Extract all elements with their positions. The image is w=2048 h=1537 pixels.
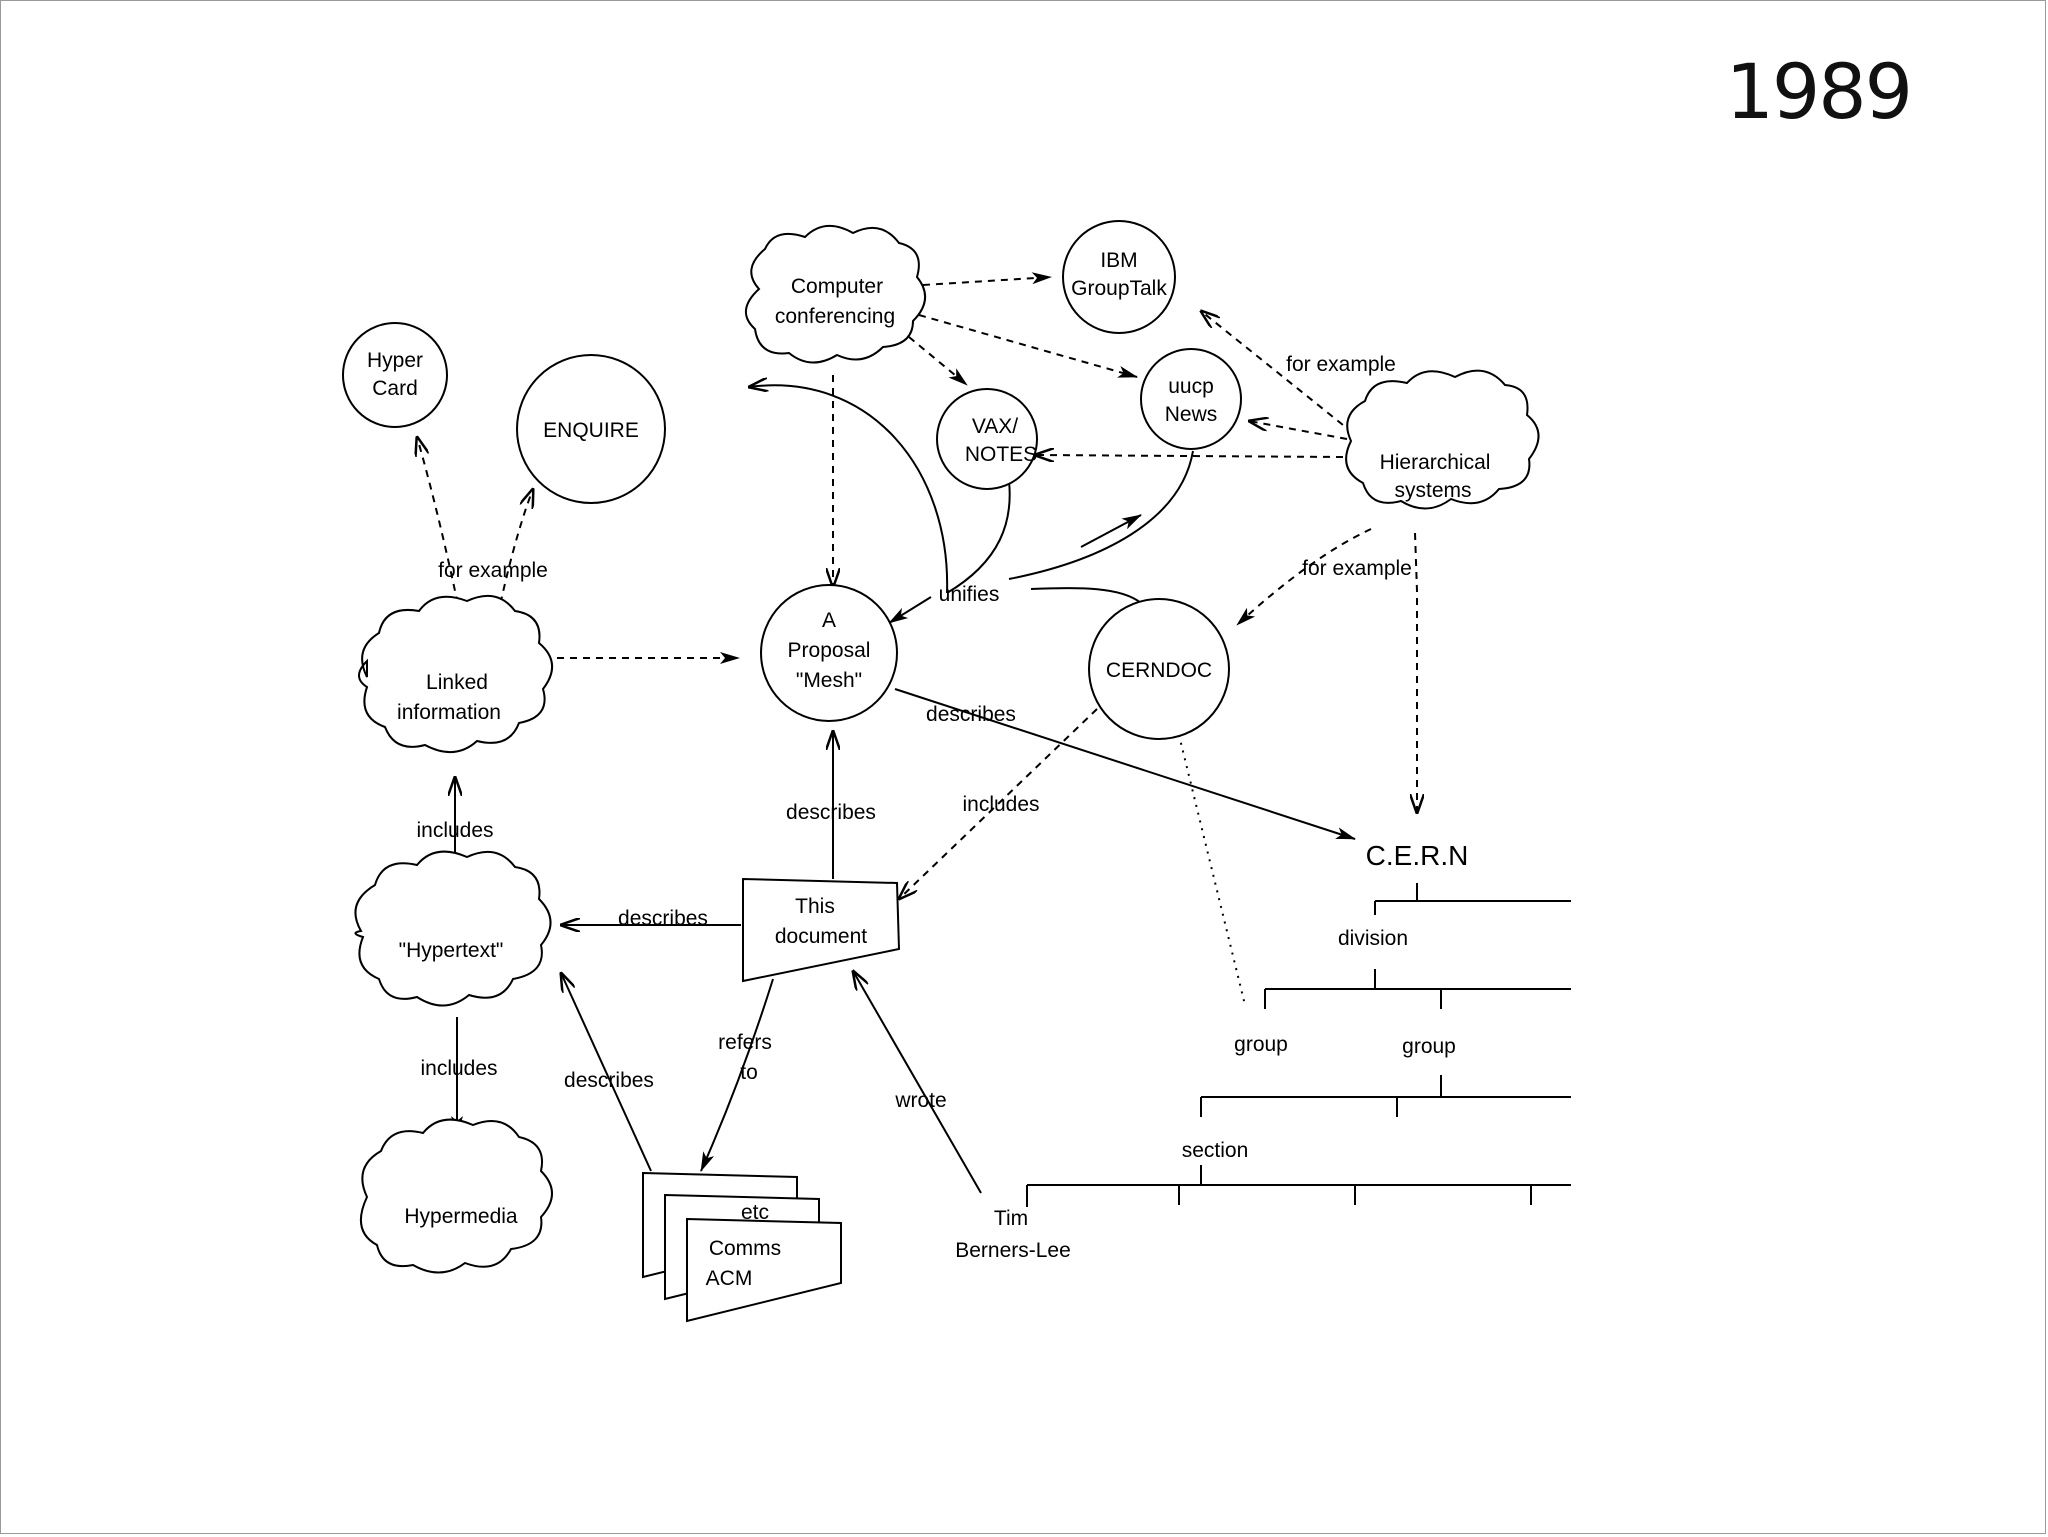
node-linked-information[interactable]: Linked information — [358, 594, 553, 753]
edge-cerndoc-to-group — [1178, 734, 1246, 1006]
node-computer-conferencing[interactable]: Computer conferencing — [745, 225, 926, 364]
label-includes-cerndoc: includes — [962, 793, 1039, 816]
org-label-section: section — [1182, 1139, 1249, 1162]
node-cerndoc[interactable]: CERNDOC — [1088, 598, 1230, 740]
node-tim-line-1: Tim — [994, 1207, 1028, 1230]
edge-unifies-vax — [946, 480, 1011, 594]
edges — [417, 272, 1417, 1194]
edge-tim-wrote-document — [853, 971, 982, 1194]
edge-unifies-into-mesh — [888, 596, 932, 624]
node-enquire-label: ENQUIRE — [543, 419, 639, 442]
node-hypercard-line-1: Hyper — [367, 349, 423, 372]
edge-comms-describes-hypertext — [561, 973, 652, 1172]
label-unifies: unifies — [939, 583, 1000, 606]
slide-title: 1989 — [1725, 47, 1913, 136]
node-mesh-line-1: A — [822, 609, 836, 632]
edge-hierarchical-to-cern — [1415, 532, 1417, 813]
org-division-connector — [1264, 969, 1571, 1009]
label-for-example-right: for example — [1302, 557, 1412, 580]
edge-cerndoc-includes-document — [899, 708, 1098, 899]
node-cerndoc-label: CERNDOC — [1106, 659, 1212, 682]
edge-mesh-describes-cern — [894, 688, 1356, 840]
node-conferencing-line-2: conferencing — [775, 305, 895, 328]
edge-document-refers-to-comms — [700, 978, 774, 1172]
node-cern-label: C.E.R.N — [1366, 840, 1469, 871]
org-label-group-2: group — [1402, 1035, 1456, 1058]
edge-unifies-uucp-arrow — [1080, 514, 1142, 548]
label-to: to — [740, 1061, 758, 1084]
node-hypermedia[interactable]: Hypermedia — [359, 1118, 553, 1274]
node-uucp-news[interactable]: uucp News — [1140, 348, 1242, 450]
node-document-line-1: This — [795, 895, 835, 918]
label-for-example-top-right: for example — [1286, 353, 1396, 376]
node-hypercard[interactable]: Hyper Card — [342, 322, 448, 428]
node-conferencing-line-1: Computer — [791, 275, 883, 298]
node-hypercard-line-2: Card — [372, 377, 418, 400]
node-comms-stack-label: etc — [741, 1201, 769, 1224]
label-includes-hypermedia: includes — [420, 1057, 497, 1080]
label-for-example-left: for example — [438, 559, 548, 582]
label-refers: refers — [718, 1031, 772, 1054]
node-uucp-line-1: uucp — [1168, 375, 1214, 398]
edge-labels: for example for example for example unif… — [416, 353, 1455, 1162]
node-linked-line-1: Linked — [426, 671, 488, 694]
edge-hierarchical-to-cerndoc — [1236, 528, 1372, 626]
label-includes-linked: includes — [416, 819, 493, 842]
node-cern[interactable]: C.E.R.N — [1366, 840, 1469, 871]
node-comms-acm[interactable]: etc Comms ACM — [642, 1171, 842, 1323]
node-comms-line-2: ACM — [706, 1267, 753, 1290]
org-label-division: division — [1338, 927, 1408, 950]
edge-conferencing-to-vax — [908, 336, 968, 386]
node-vax-line-1: VAX/ — [972, 415, 1018, 438]
label-describes-comms: describes — [564, 1069, 654, 1092]
node-grouptalk-line-1: IBM — [1100, 249, 1137, 272]
node-linked-line-2: information — [397, 701, 501, 724]
edge-unifies-enquire — [749, 385, 949, 594]
org-group-connector — [1200, 1075, 1571, 1117]
doc-stack-front — [686, 1217, 842, 1323]
node-tim-berners-lee[interactable]: Tim Berners-Lee — [955, 1207, 1071, 1262]
label-describes-hypertext: describes — [618, 907, 708, 930]
node-hierarchical-line-1: Hierarchical — [1380, 451, 1491, 474]
edge-hierarchical-to-uucp — [1249, 421, 1348, 440]
node-mesh-line-3: "Mesh" — [796, 669, 862, 692]
node-mesh-proposal[interactable]: A Proposal "Mesh" — [760, 584, 898, 722]
edge-linked-to-enquire — [494, 489, 533, 630]
edge-unifies-cerndoc — [1030, 587, 1142, 604]
edge-conferencing-to-grouptalk — [922, 272, 1052, 286]
node-grouptalk-line-2: GroupTalk — [1071, 277, 1167, 300]
node-enquire[interactable]: ENQUIRE — [516, 354, 666, 504]
node-hierarchical-systems[interactable]: Hierarchical systems — [1345, 369, 1540, 510]
org-label-group-1: group — [1234, 1033, 1288, 1056]
node-hypertext[interactable]: "Hypertext" — [354, 850, 552, 1007]
edge-hierarchical-to-grouptalk — [1201, 311, 1354, 434]
node-document-line-2: document — [775, 925, 867, 948]
node-this-document[interactable]: This document — [742, 877, 901, 983]
org-cern-connector — [1374, 883, 1571, 915]
node-uucp-line-2: News — [1165, 403, 1218, 426]
node-mesh-line-2: Proposal — [788, 639, 871, 662]
node-ibm-grouptalk[interactable]: IBM GroupTalk — [1062, 220, 1176, 334]
edge-hierarchical-to-vax — [1035, 455, 1344, 457]
node-hypermedia-label: Hypermedia — [404, 1205, 518, 1228]
cern-org-chart — [1026, 883, 1571, 1207]
label-describes-cern: describes — [926, 703, 1016, 726]
node-vax-line-2: NOTES — [965, 443, 1037, 466]
label-wrote: wrote — [894, 1089, 946, 1112]
org-section-connector — [1026, 1165, 1571, 1207]
nodes: Hyper Card ENQUIRE Computer conferencing… — [342, 220, 1540, 1323]
node-comms-line-1: Comms — [709, 1237, 781, 1260]
node-hierarchical-line-2: systems — [1394, 479, 1471, 502]
node-tim-line-2: Berners-Lee — [955, 1239, 1071, 1262]
edge-conferencing-to-uucp — [918, 314, 1138, 378]
node-vax-notes[interactable]: VAX/ NOTES — [936, 388, 1038, 490]
label-describes-mesh: describes — [786, 801, 876, 824]
node-hypertext-label: "Hypertext" — [399, 939, 504, 962]
edge-unifies-uucp — [1008, 450, 1194, 580]
